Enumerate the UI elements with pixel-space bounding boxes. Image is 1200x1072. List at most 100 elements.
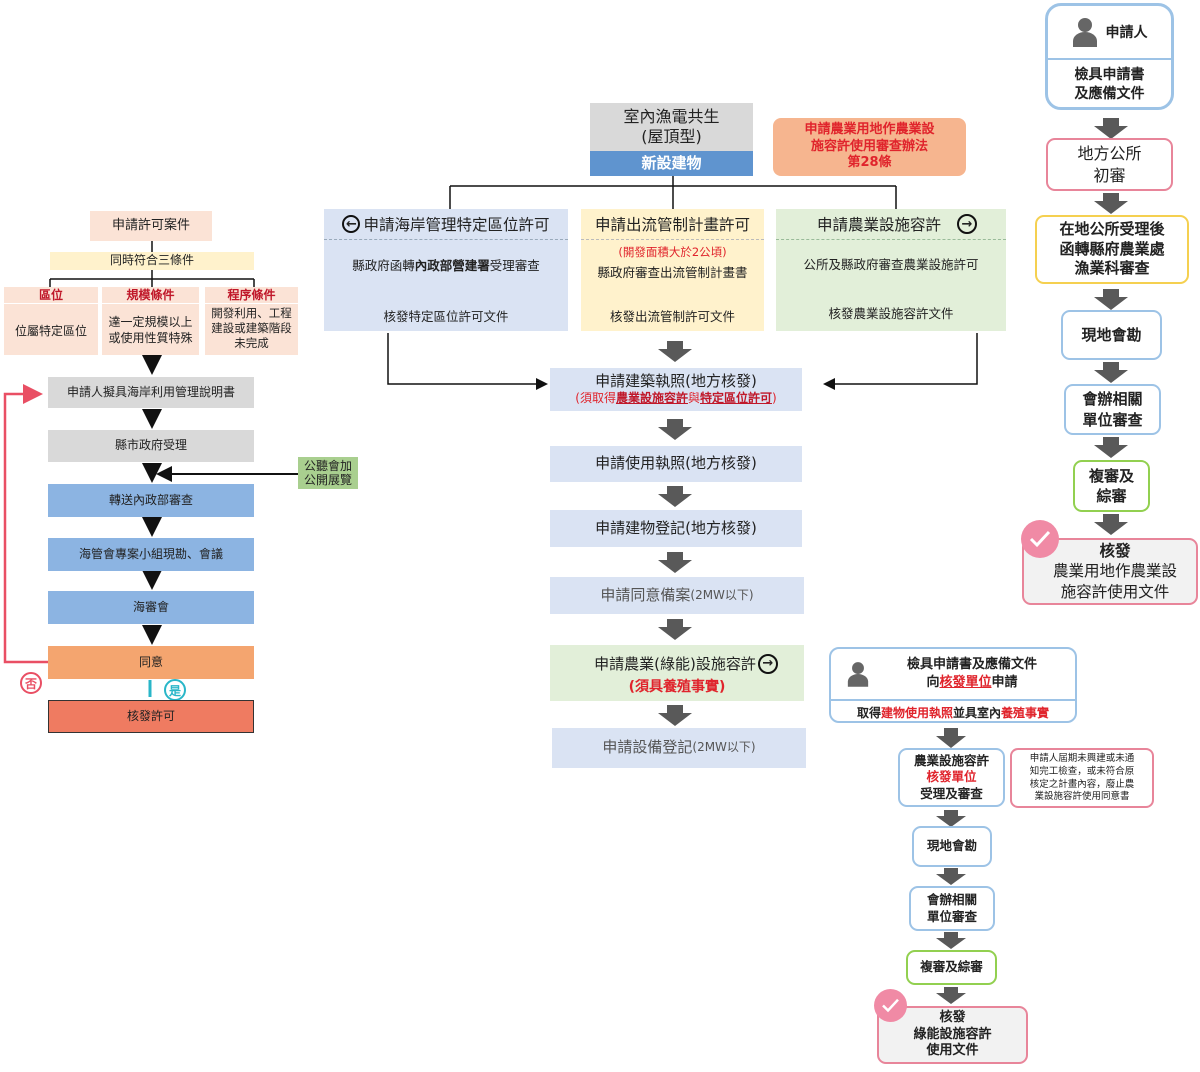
green-permit-box: 申請農業(綠能)設施容許 → (須具養殖事實): [550, 645, 804, 701]
step-team: 海管會專案小組現勘、會議: [48, 538, 254, 571]
arrow-right-circle-icon[interactable]: →: [757, 653, 778, 674]
green-unit-review: 農業設施容許 核發單位 受理及審查: [898, 748, 1005, 807]
top-title-line-2: (屋頂型): [641, 127, 702, 146]
green-head-2-red: 核發單位: [939, 675, 992, 690]
col-outflow-permit: 申請出流管制計畫許可 (開發面積大於2公頃) 縣政府審查出流管制計畫書 核發出流…: [581, 209, 764, 331]
col2-result: 核發出流管制許可文件: [609, 309, 735, 324]
top-title-box: 室內漁電共生 (屋頂型): [590, 103, 753, 151]
condition-scale-head: 規模條件: [102, 287, 199, 304]
step-team-label: 海管會專案小組現勘、會議: [78, 546, 223, 561]
col2-head: 申請出流管制計畫許可: [594, 216, 750, 234]
applicant-card: 申請人 檢具申請書 及應備文件: [1045, 3, 1174, 110]
green-site-label: 現地會勘: [926, 838, 977, 854]
condition-scale-body-2: 或使用性質特殊: [108, 331, 193, 346]
right-review-line-2: 綜審: [1096, 487, 1127, 505]
green-joint-line-1: 會辦相關: [926, 891, 977, 907]
equip-small: (2MW以下): [692, 740, 756, 755]
checkmark-icon: [874, 989, 907, 1022]
condition-zone: 區位 位屬特定區位: [4, 287, 98, 355]
green-application-card: 檢具申請書及應備文件 向核發單位申請 取得建物使用執照並具室內養殖事實: [829, 647, 1077, 723]
green-head-3-mid: 並具室內: [953, 706, 1002, 720]
green-unit-line-1: 農業設施容許: [913, 753, 989, 769]
right-joint-review: 會辦相關 單位審查: [1064, 384, 1161, 435]
green-final-review: 複審及綜審: [906, 950, 997, 985]
right-issue: 核發 農業用地作農業設 施容許使用文件: [1022, 538, 1198, 605]
green-unit-line-2: 核發單位: [926, 769, 977, 785]
green-head-2-pre: 向: [926, 675, 940, 690]
col1-body-bold: 內政部營建署: [414, 258, 490, 273]
equip-main: 申請設備登記: [602, 738, 693, 757]
public-hearing-note: 公聽會加 公開展覽: [298, 457, 358, 489]
new-building-box: 新設建物: [590, 151, 753, 176]
condition-zone-head: 區位: [4, 287, 98, 304]
warn-line-1: 申請人屆期未興建或未通: [1029, 753, 1135, 764]
green-unit-line-3: 受理及審查: [920, 785, 983, 801]
case-title-box: 申請許可案件: [90, 211, 212, 241]
arrow-left-circle-icon[interactable]: ←: [342, 215, 361, 233]
col3-to-build: [823, 333, 978, 390]
green-issue-line-2: 綠能設施容許: [913, 1026, 992, 1042]
condition-scale: 規模條件 達一定規模以上 或使用性質特殊: [102, 287, 199, 355]
top-title-line-1: 室內漁電共生: [623, 107, 720, 126]
transfer-line-1: 在地公所受理後: [1059, 220, 1165, 239]
green-issue-line-1: 核發: [939, 1009, 966, 1025]
docs-line-1: 檢具申請書: [1074, 67, 1145, 83]
green-review-label: 複審及綜審: [920, 959, 983, 975]
transfer-line-3: 漁業科審查: [1074, 259, 1150, 278]
yes-label: 是: [168, 683, 181, 698]
regulation-line-2: 施容許使用審查辦法: [810, 138, 928, 154]
build-req-post: ): [772, 391, 777, 406]
use-permit-box: 申請使用執照(地方核發): [550, 446, 802, 482]
step-committee-label: 海審會: [132, 599, 169, 614]
registration-box: 申請建物登記(地方核發): [550, 510, 802, 547]
regulation-box: 申請農業用地作農業設 施容許使用審查辦法 第28條: [773, 118, 966, 176]
condition-procedure: 程序條件 開發利用、工程 建設或建築階段 未完成: [205, 287, 298, 355]
case-title: 申請許可案件: [111, 217, 190, 233]
col1-result: 核發特定區位許可文件: [383, 309, 509, 324]
build-req-pre: (須取得: [575, 391, 616, 406]
yes-badge: 是: [164, 679, 186, 701]
warn-line-3: 核定之計畫內容，廢止農: [1029, 778, 1135, 790]
warn-line-4: 業設施容許使用同意書: [1034, 791, 1130, 803]
applicant-label: 申請人: [1105, 25, 1148, 41]
step-county: 縣市政府受理: [48, 430, 254, 462]
record-box: 申請同意備案(2MW以下): [550, 577, 804, 614]
warn-line-2: 知完工檢查，或未符合原: [1029, 765, 1135, 777]
step-agree: 同意: [48, 646, 254, 679]
step-issue: 核發許可: [48, 700, 254, 733]
hearing-line-2: 公開展覽: [303, 473, 352, 487]
col1-body-post: 受理審查: [489, 258, 540, 273]
hearing-line-1: 公聽會加: [303, 458, 352, 473]
right-review-line-1: 複審及: [1088, 466, 1134, 485]
docs-line-2: 及應備文件: [1074, 85, 1145, 102]
col3-body: 公所及縣政府審查農業設施許可: [803, 257, 979, 272]
right-joint-line-1: 會辦相關: [1082, 390, 1143, 409]
build-permit-label: 申請建築執照(地方核發): [595, 371, 757, 390]
use-permit-label: 申請使用執照(地方核發): [595, 454, 757, 473]
green-joint-line-2: 單位審查: [926, 908, 977, 924]
revocation-note: 申請人屆期未興建或未通 知完工檢查，或未符合原 核定之計畫內容，廢止農 業設施容…: [1010, 748, 1154, 808]
green-head-3-pre: 取得: [856, 706, 881, 720]
condition-zone-body: 位屬特定區位: [14, 324, 87, 338]
township-line-2: 初審: [1093, 165, 1126, 185]
reject-back-arrow: [3, 384, 48, 664]
step-issue-label: 核發許可: [126, 708, 175, 723]
transfer-review: 在地公所受理後 函轉縣府農業處 漁業科審查: [1035, 215, 1189, 284]
build-req-b: 特定區位許可: [700, 391, 773, 406]
green-issue-line-3: 使用文件: [926, 1043, 979, 1059]
col3-result: 核發農業設施容許文件: [828, 306, 954, 321]
green-site-visit: 現地會勘: [912, 826, 992, 867]
green-head-3-a: 建物使用執照: [880, 706, 953, 720]
township-line-1: 地方公所: [1077, 143, 1142, 163]
person-icon: [1072, 18, 1097, 47]
col3-head: 申請農業設施容許: [816, 216, 941, 234]
col1-body-pre: 縣政府函轉: [352, 258, 415, 273]
step-agree-label: 同意: [138, 654, 163, 669]
arrow-right-circle-icon[interactable]: →: [957, 214, 977, 234]
three-conditions-box: 同時符合三條件: [50, 252, 254, 270]
new-building-label: 新設建物: [641, 153, 702, 172]
green-head-3-b: 養殖事實: [1001, 706, 1050, 720]
step-prepare-label: 申請人擬具海岸利用管理說明書: [66, 384, 235, 399]
transfer-line-2: 函轉縣府農業處: [1059, 239, 1165, 258]
green-permit-req: (須具養殖事實): [628, 679, 726, 695]
